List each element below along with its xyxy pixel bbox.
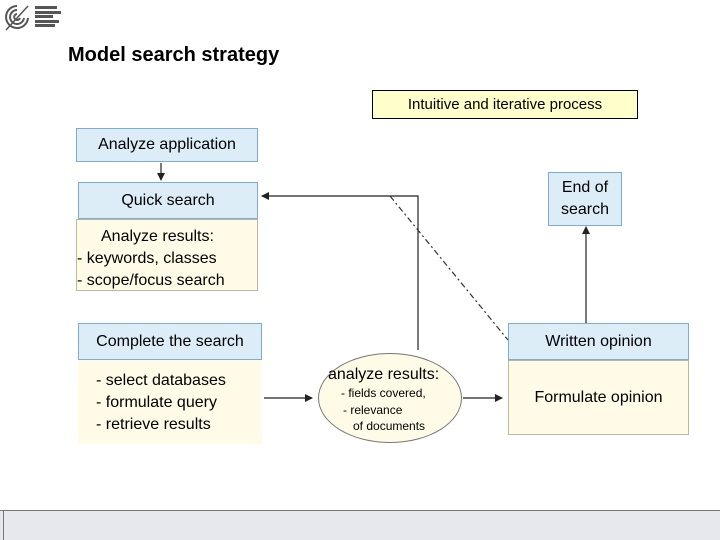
quick-search-label: Quick search: [121, 191, 215, 209]
written-opinion-label: Written opinion: [545, 332, 652, 350]
oval-item: - fields covered,: [341, 386, 426, 400]
complete-search-item: - retrieve results: [96, 416, 211, 433]
page-title: Model search strategy: [68, 44, 280, 66]
complete-search-label: Complete the search: [96, 332, 244, 350]
dashed-link: [389, 195, 509, 341]
formulate-opinion-label: Formulate opinion: [534, 388, 663, 406]
formulate-opinion-box: Formulate opinion: [508, 360, 689, 435]
logo-wordmark: [35, 6, 65, 29]
complete-search-details: - select databases - formulate query - r…: [78, 360, 262, 444]
complete-search-item: - select databases: [96, 372, 226, 389]
written-opinion-box: Written opinion: [508, 323, 689, 360]
arrow-loop-back-to-quick: [261, 192, 419, 350]
end-of-search-label-2: search: [560, 201, 610, 218]
oval-item: - relevance: [343, 403, 403, 417]
analyze-application-box: Analyze application: [76, 128, 258, 162]
oval-heading: analyze results:: [328, 366, 440, 383]
footer-bar: [0, 510, 720, 540]
logo-mark-icon: [5, 5, 29, 31]
analyze-results-item: - scope/focus search: [77, 272, 225, 289]
analyze-results-box: Analyze results: - keywords, classes - s…: [76, 219, 258, 291]
end-of-search-label-1: End of: [561, 179, 609, 196]
complete-search-box: Complete the search: [78, 323, 262, 360]
process-tag: Intuitive and iterative process: [372, 90, 638, 119]
analyze-application-label: Analyze application: [98, 136, 236, 153]
analyze-results-item: - keywords, classes: [77, 250, 217, 267]
logo: [4, 4, 64, 32]
analyze-results-oval: analyze results: - fields covered, - rel…: [318, 353, 462, 443]
analyze-results-heading: Analyze results:: [101, 228, 214, 245]
oval-item: of documents: [353, 419, 426, 433]
complete-search-item: - formulate query: [96, 394, 217, 411]
end-of-search-box: End of search: [548, 172, 622, 226]
footer-bar-divider: [0, 510, 4, 540]
quick-search-box: Quick search: [78, 182, 258, 219]
